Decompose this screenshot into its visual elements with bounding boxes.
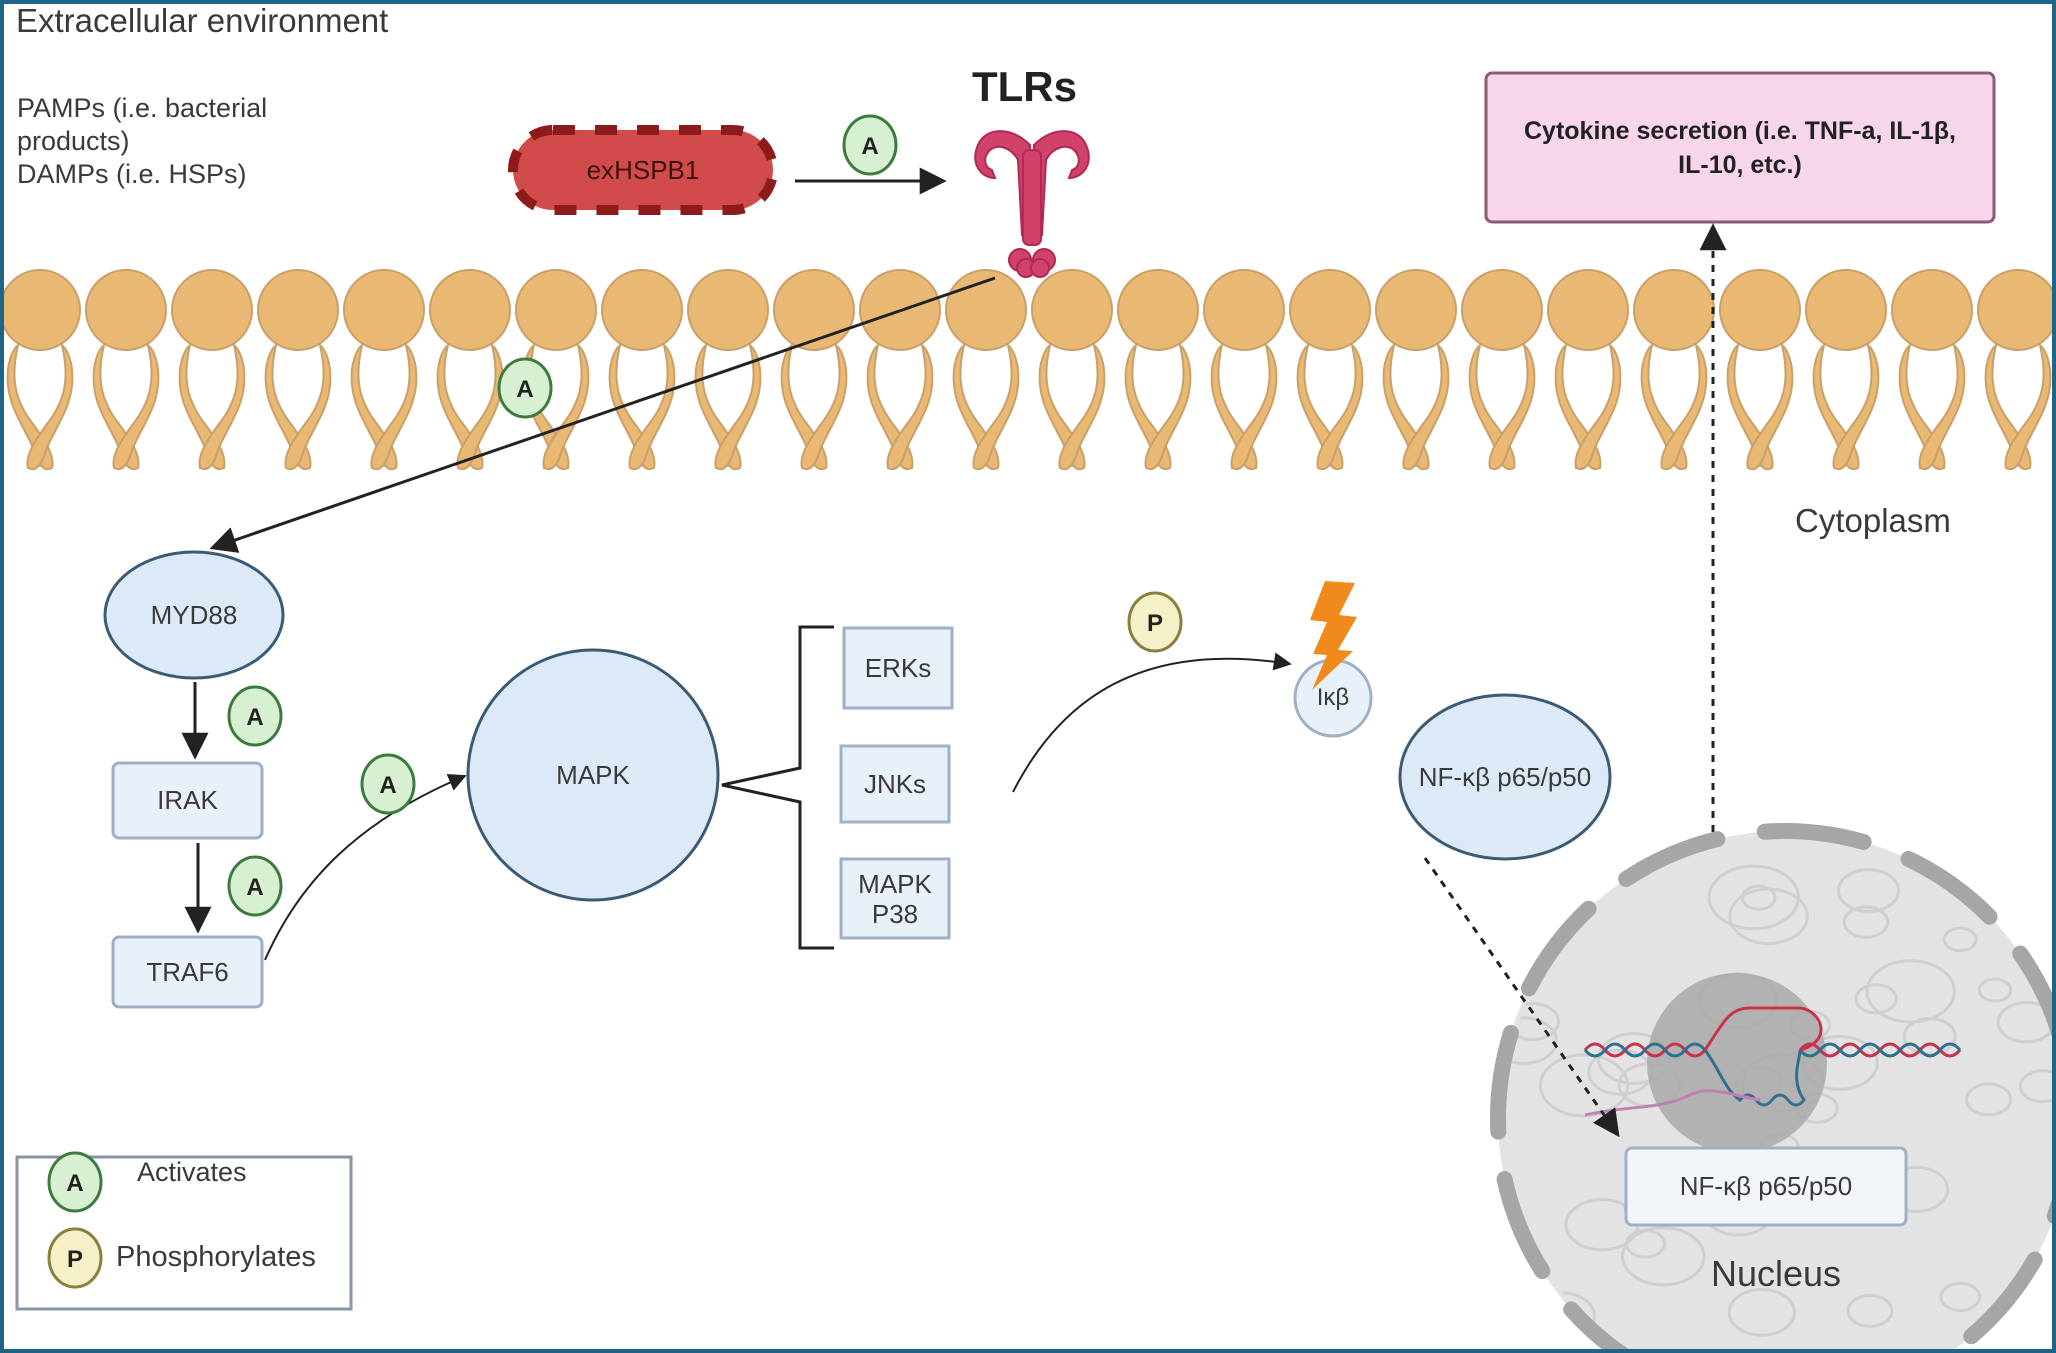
- tlr-receptor-icon: [974, 130, 1090, 278]
- cytokine-box-shape: [1484, 71, 1996, 224]
- chromatin-loop: [1502, 1016, 1558, 1065]
- phosphorylates-badge-icon: P: [1127, 591, 1183, 653]
- lipid: [1719, 269, 1801, 470]
- ligands-note: PAMPs (i.e. bacterial products) DAMPs (i…: [17, 92, 317, 191]
- lipid: [687, 269, 769, 470]
- lipid: [343, 269, 425, 470]
- nfkb-cytoplasm-node[interactable]: NF-κβ p65/p50: [1418, 761, 1592, 792]
- irak-node[interactable]: IRAK: [157, 785, 218, 815]
- arrow-traf6-to-mapk: [264, 773, 467, 961]
- mapk-bracket: [721, 625, 834, 950]
- lipid: [429, 269, 511, 470]
- svg-text:P: P: [1147, 610, 1163, 637]
- lipid: [0, 269, 81, 470]
- chromatin-loop: [1538, 1323, 1586, 1353]
- lipid: [171, 269, 253, 470]
- svg-text:A: A: [246, 874, 263, 901]
- erks-node-shape: [842, 626, 954, 710]
- chromatin-loop: [1538, 1053, 1630, 1118]
- lipid: [945, 269, 1027, 470]
- jnks-node-shape: [839, 744, 951, 824]
- damps-text: DAMPs (i.e. HSPs): [17, 159, 247, 189]
- svg-text:A: A: [516, 376, 533, 403]
- svg-text:P: P: [67, 1246, 83, 1273]
- chromatin-loop: [1836, 868, 1900, 914]
- chromatin-loop: [1854, 983, 1898, 1015]
- exhspb1-label: exHSPB1: [586, 154, 700, 185]
- lipid: [1031, 269, 1113, 470]
- activates-badge-icon: A: [360, 753, 416, 815]
- mapk-node[interactable]: MAPK: [556, 759, 630, 790]
- nfkb-nucleus-node-shape: [1624, 1146, 1908, 1227]
- myd88-node-shape: [103, 550, 285, 680]
- lipid: [1977, 269, 2056, 470]
- erks-node[interactable]: ERKs: [864, 652, 932, 683]
- chromatin-loop: [1846, 1294, 1894, 1328]
- svg-text:A: A: [379, 772, 396, 799]
- lipid: [85, 269, 167, 470]
- chromatin-loop: [1621, 1226, 1706, 1287]
- cytoplasm-label: Cytoplasm: [1795, 502, 1951, 539]
- chromatin-loop: [1942, 926, 1978, 953]
- lipid: [1633, 269, 1715, 470]
- tlrs-label: TLRs: [972, 63, 1077, 110]
- lipid: [257, 269, 339, 470]
- lipid: [1547, 269, 1629, 470]
- lipid: [1461, 269, 1543, 470]
- pamps-text: PAMPs (i.e. bacterial products): [17, 93, 268, 156]
- activates-badge-icon: A: [497, 357, 553, 419]
- chromatin-loop: [1727, 1287, 1796, 1337]
- arrow-mapk-to-ikb: [1012, 652, 1292, 793]
- mapk-node-shape: [466, 648, 720, 902]
- nfkb-nucleus-node[interactable]: NF-κβ p65/p50: [1679, 1171, 1853, 1201]
- chromatin-loop: [1977, 977, 2013, 1003]
- lightning-icon: [1310, 581, 1357, 690]
- traf6-node[interactable]: TRAF6: [146, 956, 229, 987]
- svg-text:A: A: [861, 133, 878, 160]
- chromatin-loop: [1842, 905, 1890, 939]
- lipid: [601, 269, 683, 470]
- arrow-nfkb-to-nucleus: [1423, 857, 1620, 1138]
- chromatin-loop: [1939, 1281, 1982, 1312]
- myd88-node[interactable]: MYD88: [150, 599, 238, 630]
- cytokine-secretion-box[interactable]: Cytokine secretion (i.e. TNF-a, IL-1β, I…: [1523, 116, 1956, 179]
- legend-activates-label: Activates: [137, 1157, 247, 1187]
- lipid: [1375, 269, 1457, 470]
- chromatin-loop: [1865, 959, 1956, 1024]
- activates-badge-icon: A: [47, 1151, 103, 1213]
- lipid: [1289, 269, 1371, 470]
- lipid: [1805, 269, 1887, 470]
- traf6-node-shape: [111, 935, 264, 1009]
- jnks-node[interactable]: JNKs: [863, 768, 927, 799]
- phosphorylates-badge-icon: P: [47, 1227, 103, 1289]
- irak-node-shape: [111, 761, 264, 840]
- exhspb1-molecule: [508, 125, 778, 215]
- activates-badge-icon: A: [842, 114, 898, 176]
- cell-membrane: [0, 269, 2056, 470]
- chromatin-loop: [1728, 887, 1809, 945]
- ikb-node[interactable]: Iκβ: [1316, 684, 1350, 711]
- lipid: [1117, 269, 1199, 470]
- nfkb-cytoplasm-node-shape: [1398, 693, 1612, 861]
- chromatin-loop: [1990, 1311, 2056, 1353]
- mapk-p38-node-shape: [839, 857, 951, 940]
- arrow-tlr-to-myd88: [209, 276, 996, 553]
- lipid: [773, 269, 855, 470]
- activates-badge-icon: A: [227, 685, 283, 747]
- lipid: [1203, 269, 1285, 470]
- chromatin-loop: [1965, 1082, 2013, 1117]
- svg-text:A: A: [66, 1170, 83, 1197]
- extracellular-label: Extracellular environment: [16, 2, 389, 39]
- chromatin-loop: [2018, 1069, 2056, 1104]
- lipid: [1891, 269, 1973, 470]
- svg-text:A: A: [246, 704, 263, 731]
- activates-badge-icon: A: [227, 855, 283, 917]
- nucleus-label: Nucleus: [1711, 1253, 1842, 1294]
- legend-phosphorylates-label: Phosphorylates: [116, 1241, 316, 1273]
- mapk-p38-node[interactable]: MAPK P38: [858, 868, 932, 929]
